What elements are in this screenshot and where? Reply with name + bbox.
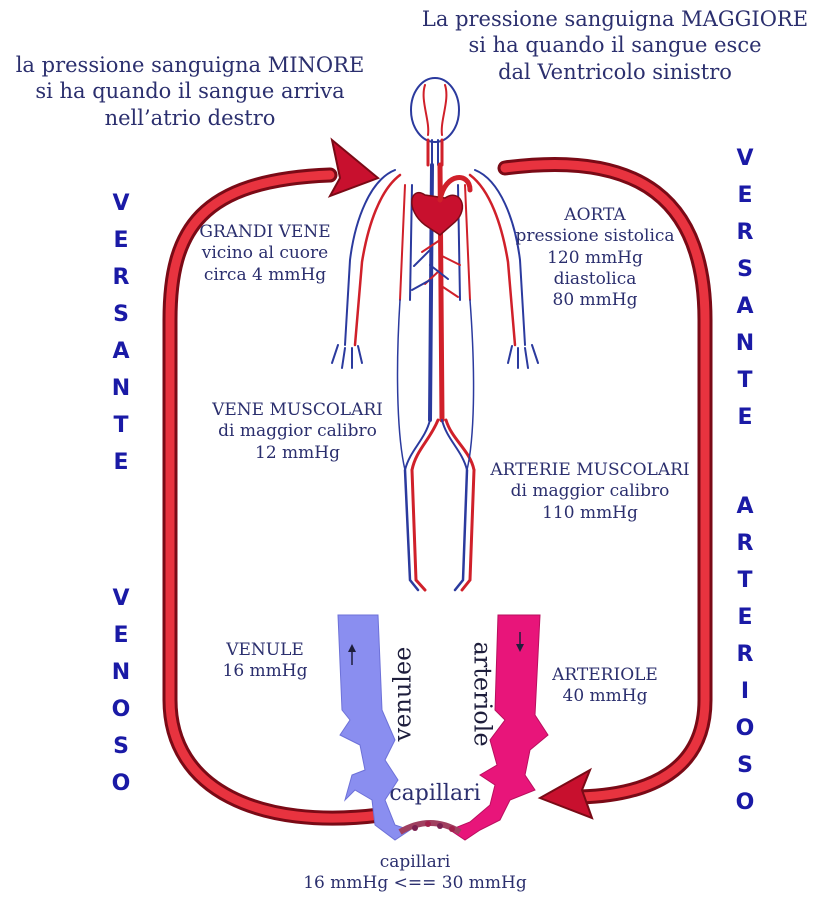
- aorta-label: AORTA pressione sistolica 120 mmHg diast…: [515, 205, 675, 310]
- arterial-loop-arrow: [497, 157, 713, 820]
- human-circulatory-figure: [331, 77, 539, 592]
- venule-vessel: [337, 614, 412, 841]
- capillaries-bottom-note: capillari 16 mmHg <== 30 mmHg: [303, 852, 527, 894]
- arterioles-label: ARTERIOLE 40 mmHg: [552, 665, 658, 707]
- venulee-vessel-label: venulee: [388, 646, 417, 742]
- capillary-bed: [398, 820, 462, 835]
- venous-side-word2: V E N O S O: [111, 586, 131, 796]
- venous-side-word1: V E R S A N T E: [111, 191, 131, 475]
- arterial-side-word2: A R T E R I O S O: [735, 494, 755, 815]
- venous-loop-arrow: [162, 137, 388, 826]
- arterial-side-word1: V E R S A N T E: [735, 146, 755, 430]
- arteriole-vessel: [448, 614, 549, 841]
- venules-label: VENULE 16 mmHg: [222, 640, 308, 682]
- muscular-veins-label: VENE MUSCOLARI di maggior calibro 12 mmH…: [212, 400, 383, 463]
- top-right-note: La pressione sanguigna MAGGIORE si ha qu…: [400, 6, 830, 85]
- top-right-note-line3: dal Ventricolo sinistro: [498, 59, 732, 84]
- top-right-note-line1: La pressione sanguigna MAGGIORE: [421, 7, 809, 31]
- top-left-note-line1: la pressione sanguigna MINORE: [15, 53, 365, 77]
- great-veins-label: GRANDI VENE vicino al cuore circa 4 mmHg: [199, 222, 331, 285]
- top-left-note: la pressione sanguigna MINORE si ha quan…: [0, 52, 380, 131]
- top-left-note-line3: nell’atrio destro: [104, 105, 276, 130]
- top-right-note-line2: si ha quando il sangue esce: [468, 33, 762, 58]
- muscular-arteries-label: ARTERIE MUSCOLARI di maggior calibro 110…: [490, 460, 690, 523]
- capillaries-vessel-label: capillari: [389, 781, 481, 806]
- arteriole-vessel-label: arteriole: [468, 641, 497, 747]
- top-left-note-line2: si ha quando il sangue arriva: [35, 79, 345, 104]
